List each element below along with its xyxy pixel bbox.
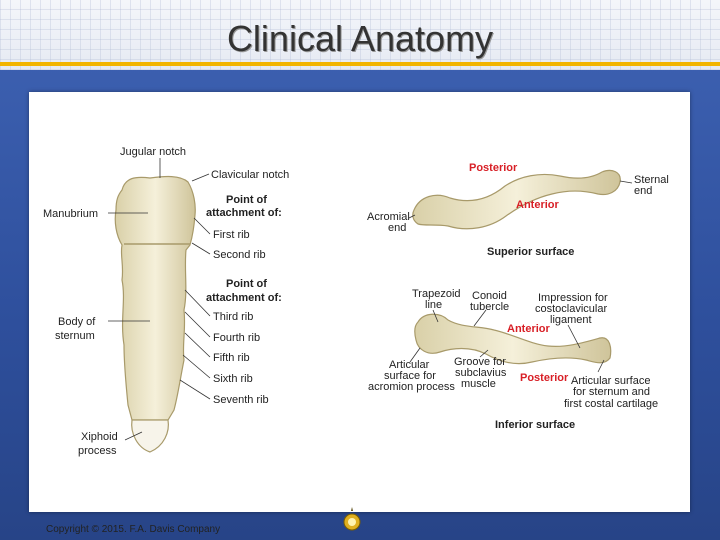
label-acromial: Acromial — [367, 211, 410, 223]
title-band — [0, 0, 720, 70]
label-trapezoid-line: line — [425, 299, 442, 311]
label-third-rib: Third rib — [213, 311, 253, 323]
label-sixth-rib: Sixth rib — [213, 373, 253, 385]
sternum-illustration — [114, 175, 196, 453]
label-sternum: sternum — [55, 330, 95, 342]
label-for-sternum: for sternum and — [573, 386, 650, 398]
label-point-of-2: Point of — [226, 278, 267, 290]
label-inf-anterior: Anterior — [507, 323, 551, 335]
label-first-costal: first costal cartilage — [564, 398, 658, 410]
label-fifth-rib: Fifth rib — [213, 352, 250, 364]
label-sup-anterior: Anterior — [516, 199, 560, 211]
label-groove-for: Groove for — [454, 356, 506, 368]
label-acromion-process: acromion process — [368, 381, 455, 393]
label-ligament: ligament — [550, 314, 592, 326]
clavicle-superior-shape — [412, 169, 621, 230]
anatomy-diagram: Jugular notch Clavicular notch Manubrium… — [43, 146, 669, 457]
label-seventh-rib: Seventh rib — [213, 394, 269, 406]
label-conoid-tubercle: tubercle — [470, 301, 509, 313]
label-second-rib: Second rib — [213, 249, 266, 261]
label-process: process — [78, 445, 117, 457]
sternum-leaders — [108, 158, 211, 441]
label-acromial-end: end — [388, 222, 406, 234]
caption-superior: Superior surface — [487, 246, 574, 258]
label-subclavius: subclavius — [455, 367, 507, 379]
label-sternal: Sternal — [634, 174, 669, 186]
label-articular-surface: Articular surface — [571, 375, 650, 387]
label-manubrium: Manubrium — [43, 208, 98, 220]
label-jugular-notch: Jugular notch — [120, 146, 186, 158]
label-surface-for: surface for — [384, 370, 436, 382]
xiphoid-shape — [131, 419, 169, 453]
label-impression: Impression for — [538, 292, 608, 304]
accent-line — [0, 62, 720, 66]
label-xiphoid: Xiphoid — [81, 431, 118, 443]
label-conoid: Conoid — [472, 290, 507, 302]
label-sternal-end: end — [634, 185, 652, 197]
label-point-of-1: Point of — [226, 194, 267, 206]
label-inf-posterior: Posterior — [520, 372, 569, 384]
label-first-rib: First rib — [213, 229, 250, 241]
label-sup-posterior: Posterior — [469, 162, 518, 174]
diagram-panel: Jugular notch Clavicular notch Manubrium… — [29, 92, 690, 512]
label-costoclavicular: costoclavicular — [535, 303, 607, 315]
label-body-of: Body of — [58, 316, 96, 328]
slide-nav-icon[interactable] — [343, 505, 361, 533]
caption-inferior: Inferior surface — [495, 419, 575, 431]
copyright-footer: Copyright © 2015. F.A. Davis Company — [46, 524, 221, 535]
sternum-body-shape — [114, 175, 196, 421]
label-fourth-rib: Fourth rib — [213, 332, 260, 344]
label-muscle: muscle — [461, 378, 496, 390]
slide-title: Clinical Anatomy — [226, 18, 494, 59]
clavicle-inferior-shape — [414, 313, 612, 365]
superior-leaders — [408, 180, 633, 219]
inferior-leaders — [409, 309, 605, 373]
label-articular: Articular — [389, 359, 430, 371]
label-attachment-of-2: attachment of: — [206, 292, 282, 304]
label-clavicular-notch: Clavicular notch — [211, 169, 289, 181]
label-trapezoid: Trapezoid — [412, 288, 461, 300]
label-attachment-of-1: attachment of: — [206, 207, 282, 219]
